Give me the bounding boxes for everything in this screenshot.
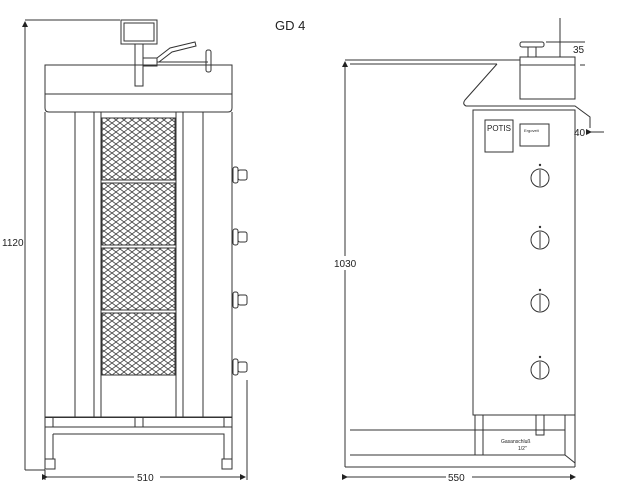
- side-width-label: 550: [448, 473, 465, 484]
- rating-plate-label: Ergovelt: [524, 128, 540, 133]
- knob: [232, 166, 248, 184]
- side-base: [350, 415, 576, 467]
- top-motor-housing: [519, 56, 576, 100]
- burner-section: [101, 182, 176, 246]
- legs-frame: [44, 417, 233, 459]
- front-knobs: [232, 166, 248, 376]
- side-height-label: 1030: [334, 259, 357, 270]
- foot: [221, 458, 233, 470]
- drawing-title: GD 4: [275, 18, 305, 33]
- burner-section: [101, 312, 176, 376]
- side-knobs: [530, 163, 550, 380]
- rod-knob: [205, 49, 212, 73]
- gas-connector: [535, 414, 545, 436]
- top-knob: [519, 41, 545, 48]
- gas-connection-label: Gasanschluß: [501, 439, 530, 445]
- knob: [232, 358, 248, 376]
- handle: [156, 41, 197, 63]
- front-width-label: 510: [137, 473, 154, 484]
- foot: [44, 458, 56, 470]
- brand-plate: [484, 119, 514, 153]
- burner-mesh: [101, 117, 176, 376]
- side-body: [472, 109, 576, 416]
- knob: [232, 228, 248, 246]
- side-dim-label: 40: [574, 128, 586, 139]
- top-dim-label: 35: [573, 45, 585, 56]
- tray-handle: [134, 416, 144, 428]
- control-box-face: [123, 22, 155, 42]
- burner-section: [101, 117, 176, 181]
- knob: [530, 163, 550, 188]
- front-view: 1120: [2, 19, 248, 484]
- knob: [530, 355, 550, 380]
- top-knob-stem: [527, 46, 537, 58]
- front-hood: [44, 64, 233, 113]
- knob: [530, 288, 550, 313]
- drip-tray: [52, 416, 225, 428]
- knob: [232, 291, 248, 309]
- control-box: [120, 19, 158, 45]
- burner-section: [101, 247, 176, 311]
- side-hood: [463, 63, 591, 128]
- brand-label: POTIS: [487, 124, 511, 133]
- knob: [530, 225, 550, 250]
- gas-size-label: 1/2": [518, 446, 527, 452]
- rating-plate: [519, 123, 550, 147]
- front-height-label: 1120: [2, 238, 24, 249]
- side-view: 1030 35 40 POTIS Ergovelt Gasanschluß 1/…: [333, 18, 604, 484]
